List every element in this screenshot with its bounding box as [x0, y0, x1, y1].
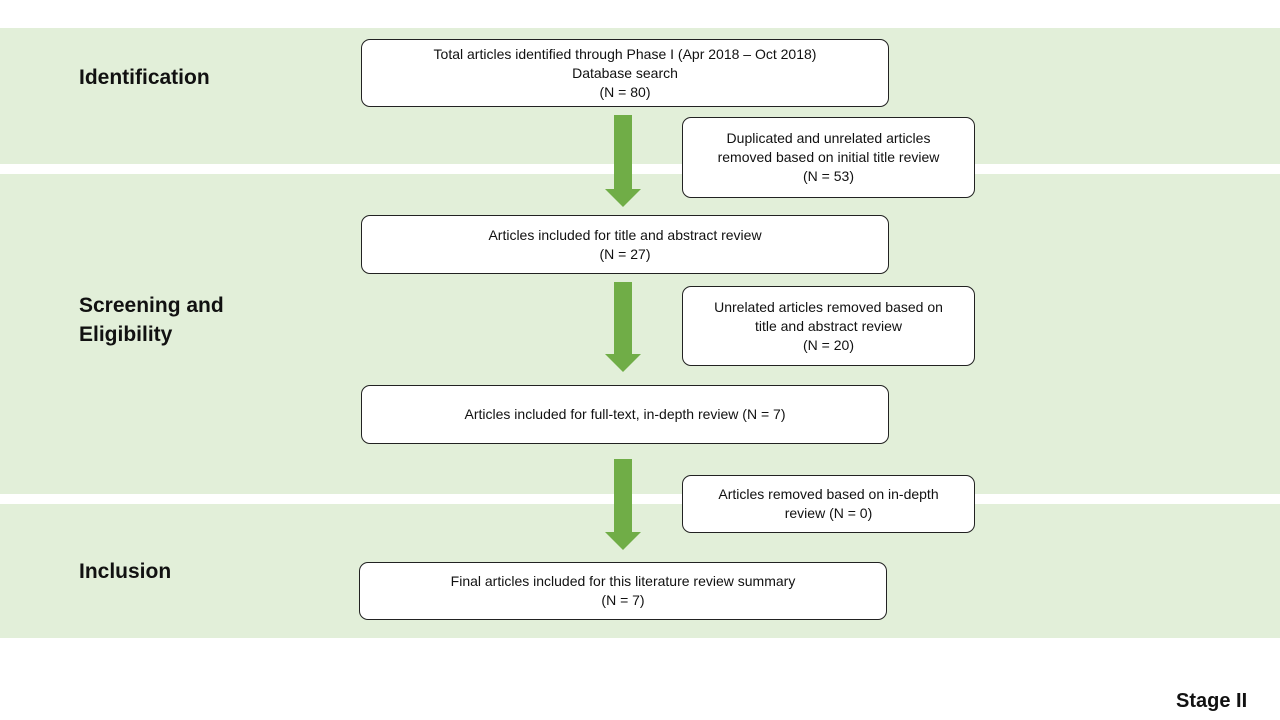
arrow-head — [605, 189, 641, 207]
total-identified-box: Total articles identified through Phase … — [361, 39, 889, 107]
final-included-count: (N = 7) — [601, 592, 645, 608]
arrow-head — [605, 532, 641, 550]
total-identified-count: (N = 80) — [599, 83, 651, 100]
title-abstract-review-text: Articles included for title and abstract… — [488, 226, 762, 243]
unrelated-removed-box: Unrelated articles removed based on titl… — [682, 286, 975, 366]
final-included-text: Final articles included for this literat… — [450, 573, 796, 589]
identification-label: Identification — [79, 66, 210, 89]
unrelated-removed-text: Unrelated articles removed based on — [714, 298, 943, 315]
duplicated-removed-reason: removed based on initial title review — [717, 149, 940, 165]
down-arrow-icon — [605, 115, 641, 207]
in-depth-removed-text: Articles removed based on in-depth — [718, 486, 939, 502]
title-abstract-review-box: Articles included for title and abstract… — [361, 215, 889, 274]
arrow-shaft — [614, 115, 632, 189]
full-text-review-text: Articles included for full-text, in-dept… — [464, 406, 786, 422]
in-depth-removed-count: review (N = 0) — [784, 505, 873, 521]
down-arrow-icon — [605, 282, 641, 372]
in-depth-removed-box: Articles removed based on in-depth revie… — [682, 475, 975, 533]
duplicated-removed-box: Duplicated and unrelated articles remove… — [682, 117, 975, 198]
unrelated-removed-count: (N = 20) — [803, 336, 854, 353]
title-abstract-review-count: (N = 27) — [599, 245, 651, 262]
database-search-text: Database search — [572, 64, 678, 81]
stage-label: Stage II — [1176, 690, 1248, 712]
duplicated-removed-count: (N = 53) — [803, 168, 854, 184]
inclusion-label: Inclusion — [79, 560, 172, 583]
arrow-shaft — [614, 459, 632, 532]
duplicated-removed-text: Duplicated and unrelated articles — [726, 130, 931, 146]
down-arrow-icon — [605, 459, 641, 550]
full-text-review-box: Articles included for full-text, in-dept… — [361, 385, 889, 444]
arrow-shaft — [614, 282, 632, 354]
final-included-box: Final articles included for this literat… — [359, 562, 887, 620]
arrow-head — [605, 354, 641, 372]
screening-eligibility-label: Screening and Eligibility — [79, 294, 224, 346]
unrelated-removed-reason: title and abstract review — [754, 317, 903, 334]
total-identified-text: Total articles identified through Phase … — [433, 45, 817, 62]
